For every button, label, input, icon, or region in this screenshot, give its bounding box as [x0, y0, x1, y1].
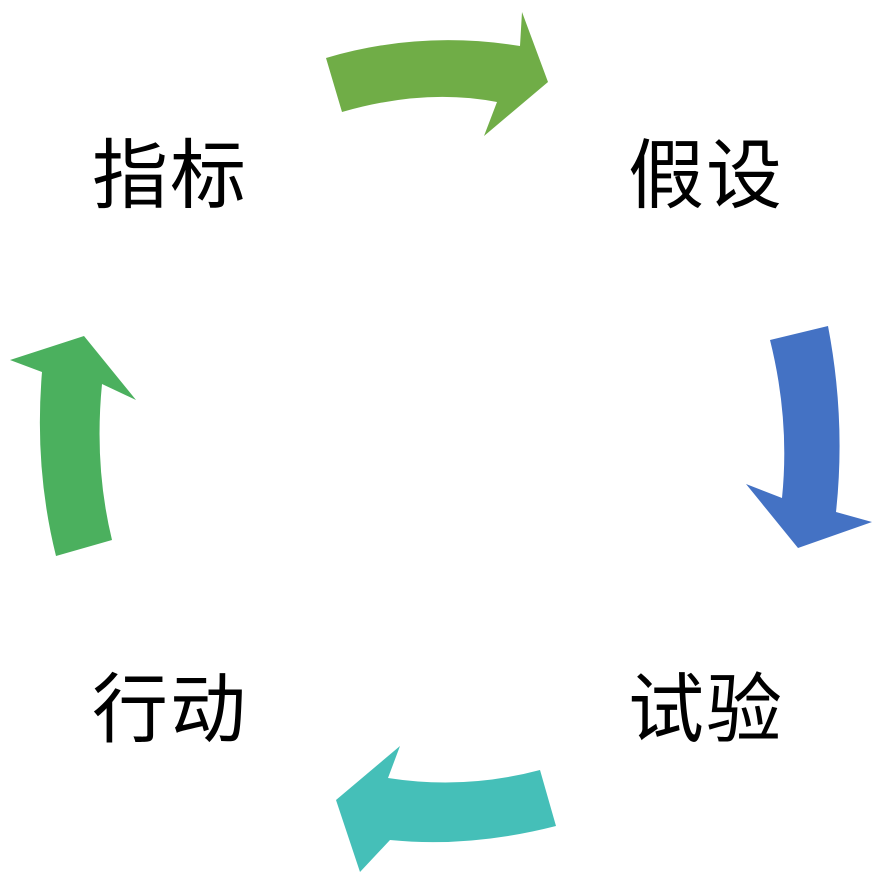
- arrow-hypothesis-to-experiment: [746, 326, 872, 548]
- node-label-metrics: 指标: [92, 131, 248, 220]
- node-label-action: 行动: [92, 665, 248, 754]
- node-label-hypothesis: 假设: [628, 131, 784, 220]
- arrow-action-to-metrics: [10, 336, 136, 556]
- arrow-metrics-to-hypothesis: [326, 12, 548, 136]
- node-label-experiment: 试验: [628, 665, 784, 754]
- arrow-experiment-to-action: [336, 746, 556, 872]
